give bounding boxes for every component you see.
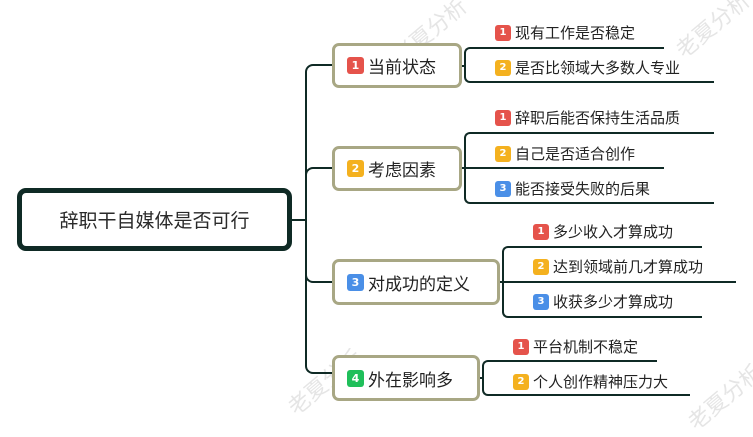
priority-3-icon: 3 [347,273,364,291]
branch-node-external-influence[interactable]: 4 外在影响多 [332,355,480,401]
branch-node-considerations[interactable]: 2 考虑因素 [332,146,462,191]
watermark: 老夏分析 [671,0,753,64]
leaf-label: 是否比领域大多数人专业 [515,59,681,77]
priority-3-icon: 3 [495,180,511,197]
priority-2-icon: 2 [513,373,529,390]
leaf-node[interactable]: 1 多少收入才算成功 [533,221,673,242]
priority-2-icon: 2 [533,258,549,275]
connector [292,219,306,221]
watermark: 老夏分析 [683,360,753,436]
priority-2-icon: 2 [495,145,511,162]
leaf-node[interactable]: 3 能否接受失败的后果 [495,178,650,199]
connector [462,167,664,169]
priority-1-icon: 1 [347,57,364,74]
connector [305,167,335,177]
leaf-node[interactable]: 1 现有工作是否稳定 [495,22,635,43]
root-label: 辞职干自媒体是否可行 [59,210,250,232]
leaf-label: 个人创作精神压力大 [533,373,669,391]
leaf-node[interactable]: 3 收获多少才算成功 [533,291,673,312]
leaf-label: 自己是否适合创作 [515,145,636,163]
leaf-node[interactable]: 2 达到领域前几才算成功 [533,256,703,277]
connector [500,281,736,283]
leaf-label: 平台机制不稳定 [533,338,639,356]
leaf-node[interactable]: 2 个人创作精神压力大 [513,371,668,392]
root-node[interactable]: 辞职干自媒体是否可行 [17,188,292,251]
branch-node-success-definition[interactable]: 3 对成功的定义 [332,259,500,305]
priority-1-icon: 1 [495,109,511,126]
branch-label: 当前状态 [368,58,436,78]
connector [657,394,690,396]
connector-bracket [464,47,664,83]
leaf-label: 能否接受失败的后果 [515,180,651,198]
branch-label: 对成功的定义 [368,274,470,295]
branch-label: 考虑因素 [368,161,436,181]
priority-2-icon: 2 [495,59,511,76]
priority-3-icon: 3 [533,293,549,310]
leaf-label: 达到领域前几才算成功 [553,258,704,276]
priority-4-icon: 4 [347,369,364,387]
priority-1-icon: 1 [495,24,511,41]
leaf-label: 辞职后能否保持生活品质 [515,109,681,127]
branch-label: 外在影响多 [368,370,453,391]
leaf-label: 现有工作是否稳定 [515,24,636,42]
leaf-node[interactable]: 2 是否比领域大多数人专业 [495,57,680,78]
priority-2-icon: 2 [347,160,364,177]
branch-node-current-status[interactable]: 1 当前状态 [332,43,462,88]
leaf-node[interactable]: 1 辞职后能否保持生活品质 [495,107,680,128]
leaf-label: 收获多少才算成功 [553,293,674,311]
connector-trunk [305,72,307,362]
connector [305,273,335,283]
leaf-node[interactable]: 1 平台机制不稳定 [513,336,638,357]
leaf-node[interactable]: 2 自己是否适合创作 [495,143,635,164]
priority-1-icon: 1 [533,223,549,240]
connector [305,362,335,374]
connector-bracket [482,360,657,396]
connector [305,64,335,74]
priority-1-icon: 1 [513,338,529,355]
leaf-label: 多少收入才算成功 [553,223,674,241]
connector [664,81,714,83]
